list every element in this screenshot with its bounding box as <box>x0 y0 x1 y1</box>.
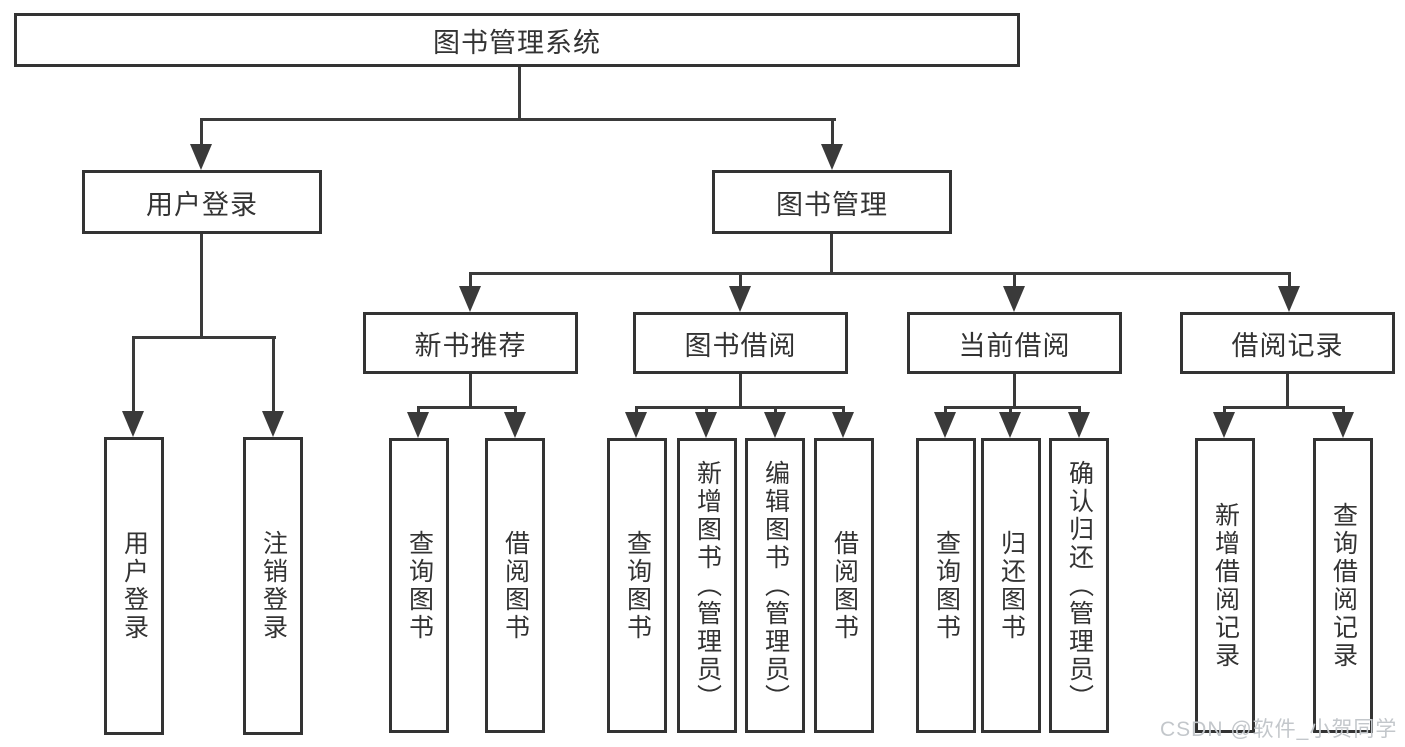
node-current-borrowing: 当前借阅 <box>907 312 1122 374</box>
arrow-down-icon <box>999 412 1021 438</box>
node-user-login: 用户登录 <box>82 170 322 234</box>
arrow-down-icon <box>504 412 526 438</box>
connector-cluster-trunk <box>1013 374 1016 406</box>
connector-stem <box>1078 406 1081 414</box>
connector-stem <box>635 406 638 414</box>
node-book-management: 图书管理 <box>712 170 952 234</box>
node-leaf-query-books-2: 查询图书 <box>607 438 667 733</box>
node-label: 借阅图书 <box>501 529 530 642</box>
node-label: 归还图书 <box>997 529 1026 642</box>
node-leaf-add-book-admin: 新增图书（管理员） <box>677 438 737 733</box>
node-leaf-borrow-books-1: 借阅图书 <box>485 438 545 733</box>
connector-stem <box>1223 406 1226 414</box>
connector-cluster-rail <box>1223 406 1344 409</box>
arrow-down-icon <box>821 144 843 170</box>
connector-stem <box>842 406 845 414</box>
node-label: 注销登录 <box>259 530 288 642</box>
node-label: 查询图书 <box>932 529 961 642</box>
node-label: 确认归还（管理员） <box>1065 459 1094 712</box>
node-label: 用户登录 <box>146 189 258 220</box>
connector-stem <box>200 118 203 146</box>
arrow-down-icon <box>764 412 786 438</box>
arrow-down-icon <box>459 286 481 312</box>
connector-cluster-trunk <box>1286 374 1289 406</box>
node-label: 借阅记录 <box>1231 330 1344 361</box>
connector-stem <box>1342 406 1345 414</box>
node-leaf-logout: 注销登录 <box>243 437 303 735</box>
node-label: 新增图书（管理员） <box>693 459 722 712</box>
connector-stem <box>831 118 834 146</box>
arrow-down-icon <box>1068 412 1090 438</box>
node-book-borrowing: 图书借阅 <box>633 312 848 374</box>
node-label: 用户登录 <box>120 530 149 642</box>
connector-stem <box>1013 272 1016 288</box>
connector-stem <box>705 406 708 414</box>
node-label: 新增借阅记录 <box>1211 501 1240 670</box>
connector-book-mgmt-trunk <box>830 234 833 272</box>
node-leaf-confirm-return-admin: 确认归还（管理员） <box>1049 438 1109 733</box>
arrow-down-icon <box>407 412 429 438</box>
node-borrowing-records: 借阅记录 <box>1180 312 1395 374</box>
node-label: 查询图书 <box>405 529 434 642</box>
arrow-down-icon <box>1278 286 1300 312</box>
node-label: 图书借阅 <box>684 330 797 361</box>
node-leaf-edit-book-admin: 编辑图书（管理员） <box>745 438 805 733</box>
arrow-down-icon <box>729 286 751 312</box>
node-label: 图书管理 <box>776 189 888 220</box>
node-leaf-query-books-3: 查询图书 <box>916 438 976 733</box>
node-label: 查询图书 <box>623 529 652 642</box>
node-leaf-borrow-books-2: 借阅图书 <box>814 438 874 733</box>
arrow-down-icon <box>190 144 212 170</box>
connector-level3-rail <box>469 272 1291 275</box>
connector-stem <box>944 406 947 414</box>
arrow-down-icon <box>695 412 717 438</box>
connector-cluster-rail <box>944 406 1081 409</box>
node-label: 借阅图书 <box>830 529 859 642</box>
connector-stem <box>417 406 420 414</box>
node-label: 编辑图书（管理员） <box>761 459 790 712</box>
connector-cluster-trunk <box>469 374 472 406</box>
arrow-down-icon <box>122 411 144 437</box>
connector-stem <box>1009 406 1012 414</box>
connector-cluster-rail <box>635 406 845 409</box>
connector-stem <box>272 336 275 413</box>
connector-cluster-trunk <box>739 374 742 406</box>
connector-user-login-trunk <box>200 234 203 336</box>
connector-stem <box>132 336 135 413</box>
connector-user-login-rail <box>132 336 276 339</box>
connector-stem <box>739 272 742 288</box>
arrow-down-icon <box>1332 412 1354 438</box>
connector-root-trunk <box>518 67 521 118</box>
node-label: 当前借阅 <box>958 330 1071 361</box>
node-new-book-recommendation: 新书推荐 <box>363 312 578 374</box>
node-leaf-query-books-1: 查询图书 <box>389 438 449 733</box>
connector-stem <box>1288 272 1291 288</box>
node-label: 查询借阅记录 <box>1329 501 1358 670</box>
connector-cluster-rail <box>417 406 517 409</box>
node-leaf-add-borrow-record: 新增借阅记录 <box>1195 438 1255 733</box>
node-label: 图书管理系统 <box>433 27 601 58</box>
arrow-down-icon <box>934 412 956 438</box>
connector-stem <box>514 406 517 414</box>
node-leaf-query-borrow-record: 查询借阅记录 <box>1313 438 1373 733</box>
arrow-down-icon <box>625 412 647 438</box>
connector-level2-rail <box>200 118 836 121</box>
arrow-down-icon <box>832 412 854 438</box>
arrow-down-icon <box>262 411 284 437</box>
arrow-down-icon <box>1003 286 1025 312</box>
csdn-watermark: CSDN @软件_小贺同学 <box>1160 718 1398 741</box>
arrow-down-icon <box>1213 412 1235 438</box>
node-leaf-return-books: 归还图书 <box>981 438 1041 733</box>
node-root-library-system: 图书管理系统 <box>14 13 1020 67</box>
node-leaf-user-login: 用户登录 <box>104 437 164 735</box>
connector-stem <box>774 406 777 414</box>
connector-stem <box>469 272 472 288</box>
node-label: 新书推荐 <box>414 330 527 361</box>
